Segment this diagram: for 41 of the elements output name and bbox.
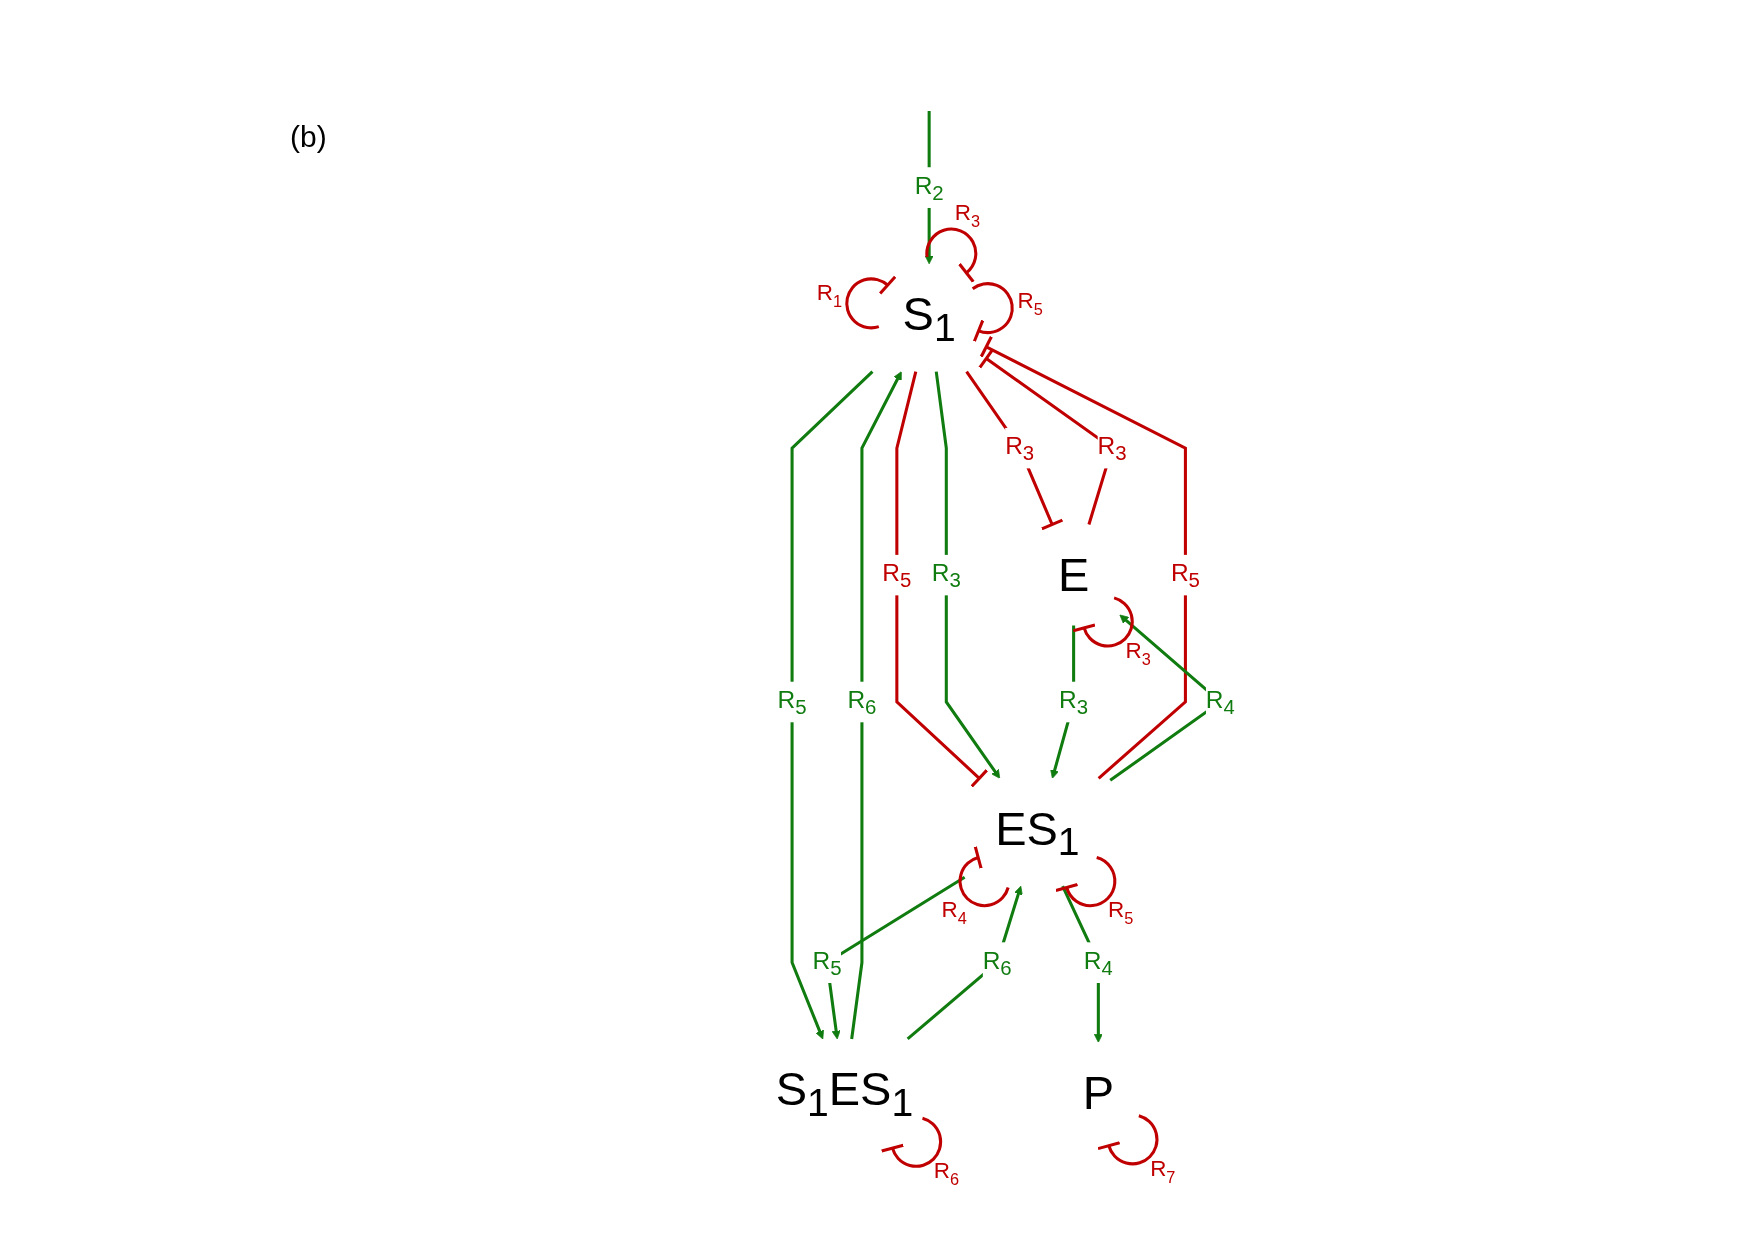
- edge-label: R$_{5}$: [1170, 558, 1200, 592]
- edge-label: R$_{5}$: [882, 558, 912, 592]
- node-text: S$_{1}$ES$_{1}$: [775, 1062, 914, 1124]
- arrow: [790, 370, 874, 1040]
- edge-label: R$_{4}$: [941, 897, 967, 928]
- inhibition-loop: [880, 1116, 943, 1168]
- inhibition-loop: [845, 274, 897, 330]
- edge-label: R$_{3}$: [931, 558, 961, 592]
- edge-label: R$_{4}$: [1083, 946, 1113, 979]
- edge-label: R$_{5}$: [1017, 288, 1043, 319]
- edge-label: R$_{3}$: [1097, 431, 1127, 465]
- edge-label: R$_{3}$: [1005, 431, 1035, 465]
- edge-label: R$_{3}$: [1059, 685, 1089, 719]
- inhibition-loop: [1096, 1114, 1159, 1166]
- edge-label: R$_{6}$: [847, 685, 877, 719]
- node-text: E: [1057, 547, 1090, 601]
- edge-label: R$_{5}$: [1108, 897, 1134, 928]
- inhibition-loop: [925, 227, 978, 283]
- edge-label: R$_{3}$: [954, 199, 980, 231]
- edge-label: R$_{6}$: [933, 1158, 960, 1189]
- edge-label: R$_{1}$: [816, 280, 842, 311]
- arrow: [906, 885, 1023, 1041]
- connector: [895, 371, 989, 789]
- arrow: [850, 371, 902, 1040]
- node-text: S$_{1}$: [902, 287, 956, 349]
- node-text: ES$_{1}$: [995, 801, 1080, 864]
- edge-label: R$_{5}$: [777, 685, 807, 719]
- inhibition-loop: [1071, 596, 1134, 648]
- inhibition-loop: [1054, 856, 1117, 908]
- node-text: P: [1082, 1065, 1114, 1119]
- edge-label: R$_{7}$: [1150, 1155, 1176, 1186]
- edge-label: R$_{4}$: [1205, 685, 1235, 719]
- arrow: [934, 371, 1001, 779]
- connector: [965, 370, 1064, 531]
- edge-label: R$_{3}$: [1125, 637, 1151, 669]
- edge-label: R$_{6}$: [982, 946, 1012, 979]
- panel-label: (b): [290, 120, 327, 154]
- inhibition-loop: [971, 282, 1014, 343]
- edge-label: R$_{5}$: [812, 946, 842, 979]
- edge-label: R$_{2}$: [914, 171, 944, 204]
- inhibition-loop: [958, 845, 1010, 908]
